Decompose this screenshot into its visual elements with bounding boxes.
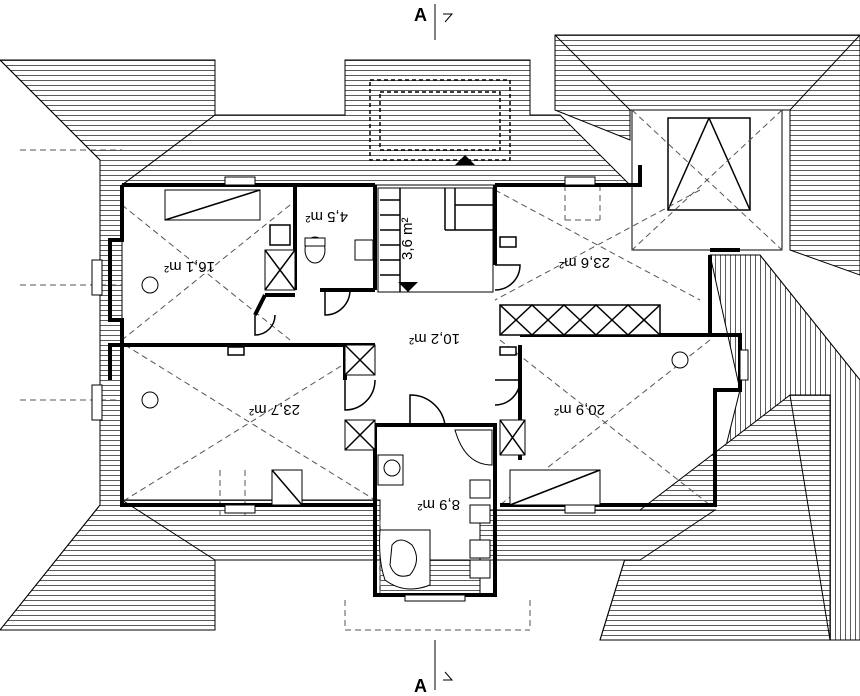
section-mark-bottom: A [414, 640, 454, 696]
room-area-hall: 10,2 m² [409, 330, 460, 347]
room-area-room-se: 20,9 m² [554, 401, 605, 418]
room-labels: 16,1 m² 4,5 m² 3,6 m² 23,6 m² 10,2 m² 23… [164, 208, 610, 513]
skylight [631, 109, 783, 251]
bathroom-fixtures [377, 429, 493, 590]
section-mark-top: A [414, 4, 454, 40]
room-area-wc: 4,5 m² [305, 208, 348, 225]
section-label-top: A [414, 5, 427, 25]
wc-fixtures [304, 236, 374, 264]
furniture [141, 189, 689, 506]
doors [254, 264, 521, 426]
storage-cabinet [264, 249, 661, 456]
room-area-stair: 3,6 m² [399, 217, 416, 260]
room-area-room-ne: 23,6 m² [559, 254, 610, 271]
section-label-bottom: A [414, 676, 427, 696]
room-area-room-sw: 23,7 m² [249, 401, 300, 418]
room-area-bathroom: 8,9 m² [417, 496, 460, 513]
roof-northeast [554, 34, 860, 276]
staircase [377, 155, 494, 293]
windows [91, 176, 749, 602]
room-area-room-nw: 16,1 m² [164, 258, 215, 275]
